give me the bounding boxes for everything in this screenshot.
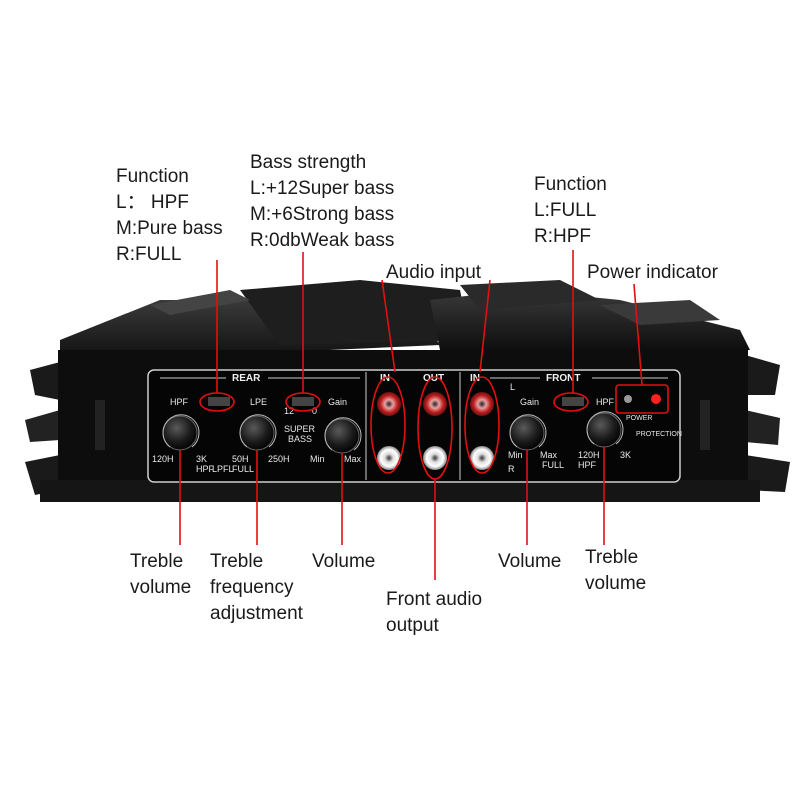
- label-hpf-front: HPF: [596, 397, 615, 407]
- annotation-line: Audio input: [386, 262, 482, 283]
- annotation-front-audio-output: Front audio output: [386, 587, 482, 639]
- treble-volume-knob-rear[interactable]: [162, 414, 200, 451]
- annotation-line: output: [386, 615, 439, 636]
- label-in-right: IN: [470, 373, 480, 384]
- label-front: FRONT: [546, 373, 580, 384]
- annotation-treble-volume-front: Treble volume: [585, 545, 646, 597]
- annotation-line: Treble: [585, 547, 639, 568]
- label-min-front: Min: [508, 450, 523, 460]
- annotation-power-indicator: Power indicator: [587, 260, 718, 286]
- annotation-volume-rear: Volume: [312, 549, 375, 575]
- label-3k-front: 3K: [620, 450, 631, 460]
- label-bass: BASS: [288, 434, 312, 444]
- label-power: POWER: [626, 415, 652, 422]
- label-full-rear: FULL: [232, 464, 254, 474]
- control-panel: [147, 369, 681, 483]
- annotation-volume-front: Volume: [498, 549, 561, 575]
- annotation-line: L:FULL: [534, 200, 597, 221]
- volume-knob-rear[interactable]: [324, 417, 362, 454]
- annotation-line: Power indicator: [587, 262, 718, 283]
- annotation-line: R:HPF: [534, 226, 591, 247]
- annotation-line: R:FULL: [116, 244, 182, 265]
- label-l-marker: L: [510, 382, 515, 392]
- label-lpfl: LPFL: [212, 464, 234, 474]
- annotation-rear-function: Function L： HPF M:Pure bass R:FULL: [116, 164, 223, 268]
- protection-led: [624, 395, 632, 403]
- label-min-rear: Min: [310, 454, 325, 464]
- label-120h-front: 120H: [578, 450, 600, 460]
- annotation-line: Function: [116, 166, 189, 187]
- annotation-line: Treble: [130, 551, 184, 572]
- annotation-treble-frequency: Treble frequency adjustment: [210, 549, 303, 627]
- label-hpf-small: HPF: [196, 464, 215, 474]
- label-50h: 50H: [232, 454, 249, 464]
- annotation-line: R:0dbWeak bass: [250, 230, 395, 251]
- annotation-line: frequency: [210, 577, 294, 598]
- annotation-treble-volume-rear: Treble volume: [130, 549, 191, 601]
- front-function-switch[interactable]: [562, 397, 584, 406]
- annotation-line: L： HPF: [116, 192, 189, 213]
- label-250h: 250H: [268, 454, 290, 464]
- annotation-line: volume: [130, 577, 192, 598]
- power-led: [651, 394, 661, 404]
- rear-function-switch[interactable]: [208, 397, 230, 406]
- rca-jacks[interactable]: [377, 392, 494, 470]
- label-r-marker: R: [508, 464, 515, 474]
- annotation-line: Volume: [498, 551, 562, 572]
- annotation-line: adjustment: [210, 603, 303, 624]
- label-gain-rear: Gain: [328, 397, 347, 407]
- annotation-bass-strength: Bass strength L:+12Super bass M:+6Strong…: [250, 150, 394, 254]
- label-protection: PROTECTION: [636, 431, 682, 438]
- treble-volume-knob-front[interactable]: [586, 411, 624, 448]
- label-max-front: Max: [540, 450, 558, 460]
- bass-strength-switch[interactable]: [292, 397, 314, 406]
- annotation-front-function: Function L:FULL R:HPF: [534, 172, 607, 250]
- annotation-line: M:Pure bass: [116, 218, 223, 239]
- annotation-line: Function: [534, 174, 607, 195]
- label-full-front: FULL: [542, 460, 564, 470]
- annotation-line: Volume: [312, 551, 376, 572]
- annotation-line: L:+12Super bass: [250, 178, 395, 199]
- label-twelve: 12: [284, 406, 294, 416]
- label-zero: 0: [312, 406, 317, 416]
- annotation-line: volume: [585, 573, 647, 594]
- label-hpf-front-small: HPF: [578, 460, 597, 470]
- annotation-audio-input: Audio input: [386, 260, 481, 286]
- label-max-rear: Max: [344, 454, 362, 464]
- label-3k-rear: 3K: [196, 454, 207, 464]
- annotation-line: Treble: [210, 551, 264, 572]
- annotation-line: Front audio: [386, 589, 483, 610]
- label-out: OUT: [423, 373, 444, 384]
- label-120h-rear: 120H: [152, 454, 174, 464]
- callout-markers: [179, 250, 669, 580]
- label-super: SUPER: [284, 424, 316, 434]
- label-hpf-rear: HPF: [170, 397, 189, 407]
- label-gain-front: Gain: [520, 397, 539, 407]
- label-rear: REAR: [232, 373, 261, 384]
- annotation-line: M:+6Strong bass: [250, 204, 395, 225]
- annotation-line: Bass strength: [250, 152, 367, 173]
- label-lpe: LPE: [250, 397, 267, 407]
